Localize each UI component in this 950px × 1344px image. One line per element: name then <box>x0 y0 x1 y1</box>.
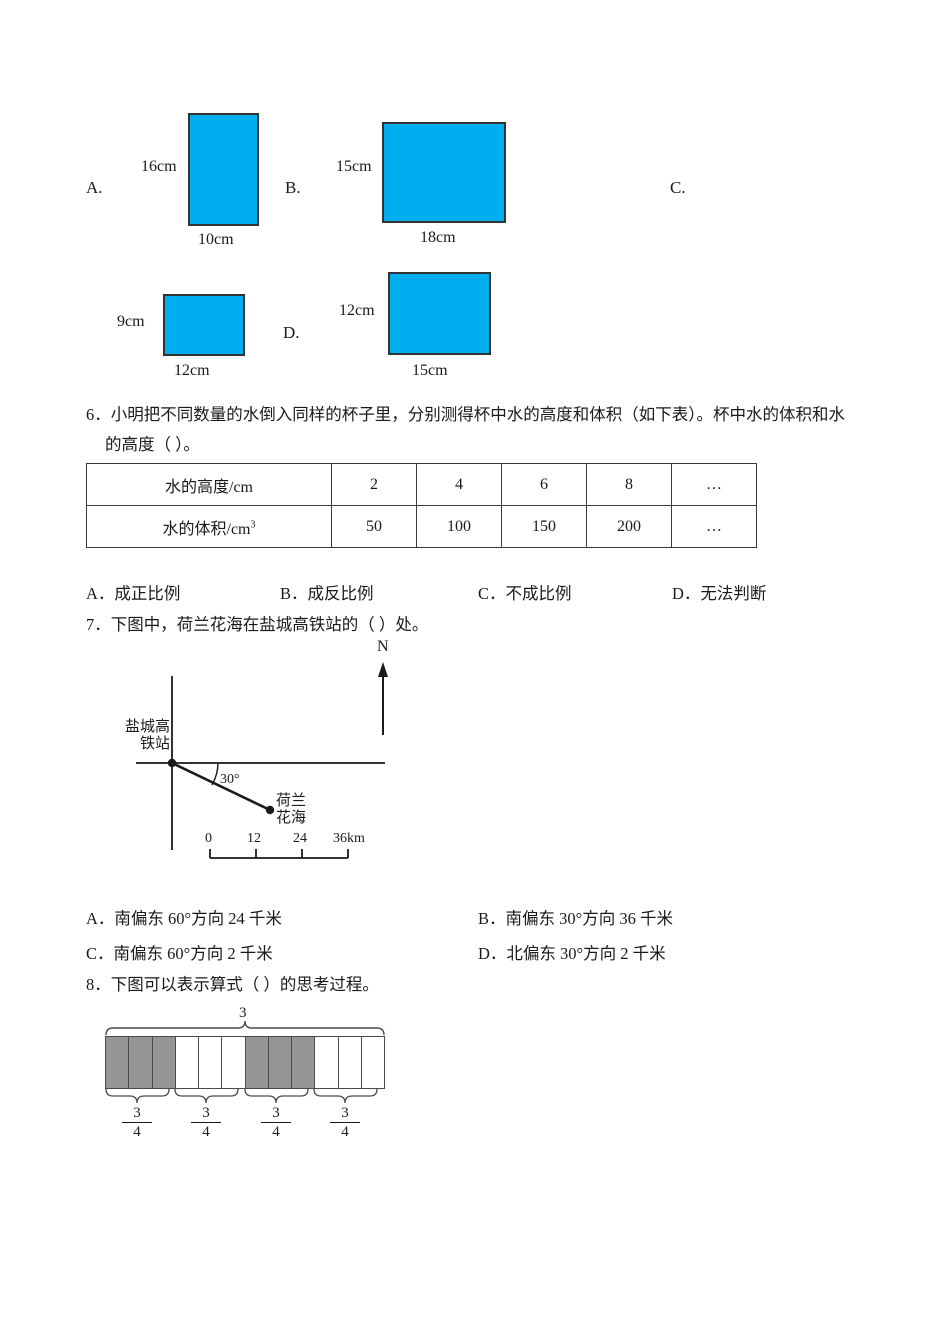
question6-choice-c[interactable]: C．不成比例 <box>478 584 572 603</box>
station-label-line2: 铁站 <box>139 734 170 752</box>
option-b-height-label: 15cm <box>336 158 372 175</box>
fraction-numerator: 3 <box>191 1105 221 1123</box>
scale-label-36km: 36km <box>333 831 365 846</box>
option-d-rectangle <box>388 272 491 355</box>
option-b-width-label: 18cm <box>420 229 456 246</box>
direction-diagram-svg <box>136 662 388 859</box>
fraction-denominator: 4 <box>133 1124 141 1140</box>
question6-choice-d[interactable]: D．无法判断 <box>672 584 767 603</box>
fraction-bar-cell <box>199 1037 223 1088</box>
destination-label-line2: 花海 <box>276 808 307 826</box>
station-label-line1: 盐城高 <box>124 717 170 735</box>
fraction-bar-braces-svg <box>105 1020 385 1104</box>
table-rowheader-volume: 水的体积/cm3 <box>86 505 332 548</box>
question7-choice-d[interactable]: D．北偏东 30°方向 2 千米 <box>478 944 666 963</box>
north-label: N <box>377 638 389 655</box>
destination-label: 荷兰 花海 <box>276 792 306 826</box>
station-label: 盐城高 铁站 <box>110 718 170 752</box>
option-letter-d: D. <box>283 323 300 342</box>
option-letter-a: A. <box>86 178 103 197</box>
fraction-label-group-2: 3 4 <box>191 1105 221 1141</box>
fraction-numerator: 3 <box>261 1105 291 1123</box>
table-cell: … <box>671 505 757 548</box>
table-cell: 4 <box>416 463 502 506</box>
option-letter-b: B. <box>285 178 301 197</box>
table-cell: 200 <box>586 505 672 548</box>
question8-stem: 8．下图可以表示算式（ ）的思考过程。 <box>86 975 379 994</box>
question6-stem-line2: 的高度（ ）。 <box>105 435 200 454</box>
fraction-bar-cell <box>338 1037 362 1088</box>
table-cell: 2 <box>331 463 417 506</box>
fraction-bar-cell <box>106 1037 130 1088</box>
table-rowheader-volume-text: 水的体积/cm <box>162 520 251 538</box>
option-b-rectangle <box>382 122 506 223</box>
fraction-bar-cell <box>245 1037 269 1088</box>
table-rowheader-volume-exponent: 3 <box>250 519 256 531</box>
angle-label: 30° <box>220 772 240 787</box>
option-c-height-label: 9cm <box>117 313 145 330</box>
question7-choice-c[interactable]: C．南偏东 60°方向 2 千米 <box>86 944 273 963</box>
table-cell: … <box>671 463 757 506</box>
table-row: 水的体积/cm3 50 100 150 200 … <box>86 505 757 548</box>
water-height-volume-table: 水的高度/cm 2 4 6 8 … 水的体积/cm3 50 100 150 20… <box>86 463 757 548</box>
table-cell: 6 <box>501 463 587 506</box>
scale-label-24: 24 <box>293 831 307 846</box>
table-rowheader-height: 水的高度/cm <box>86 463 332 506</box>
option-a-rectangle <box>188 113 259 226</box>
question7-stem: 7．下图中，荷兰花海在盐城高铁站的（ ）处。 <box>86 615 429 634</box>
option-c-rectangle <box>163 294 245 356</box>
fraction-bar-cell <box>268 1037 292 1088</box>
option-d-height-label: 12cm <box>339 302 375 319</box>
fraction-bar-cell <box>152 1037 176 1088</box>
question6-choice-a[interactable]: A．成正比例 <box>86 584 181 603</box>
table-row: 水的高度/cm 2 4 6 8 … <box>86 463 757 506</box>
option-d-width-label: 15cm <box>412 362 448 379</box>
option-a-width-label: 10cm <box>198 231 234 248</box>
option-a-height-label: 16cm <box>141 158 177 175</box>
scale-label-0: 0 <box>205 831 212 846</box>
question5-figure-group: A. 16cm 10cm B. 15cm 18cm C. 9cm 12cm D.… <box>0 0 950 385</box>
fraction-bar-cell <box>361 1037 384 1088</box>
option-c-width-label: 12cm <box>174 362 210 379</box>
destination-label-line1: 荷兰 <box>276 791 307 809</box>
question8-fraction-bar-diagram: 3 3 4 <box>100 1005 400 1150</box>
fraction-bar-cell <box>175 1037 199 1088</box>
fraction-bar-cell <box>129 1037 153 1088</box>
option-letter-c: C. <box>670 178 686 197</box>
fraction-numerator: 3 <box>122 1105 152 1123</box>
destination-point <box>265 805 275 815</box>
fraction-bar-total-label: 3 <box>239 1005 247 1021</box>
question6-stem-line1: 6．小明把不同数量的水倒入同样的杯子里，分别测得杯中水的高度和体积（如下表）。杯… <box>86 405 845 424</box>
table-cell: 50 <box>331 505 417 548</box>
fraction-bar <box>105 1036 385 1089</box>
fraction-label-group-1: 3 4 <box>122 1105 152 1141</box>
fraction-denominator: 4 <box>341 1124 349 1140</box>
top-brace <box>105 1020 385 1036</box>
question7-direction-diagram: N 盐城高 铁站 30° 荷兰 花海 0 12 24 36km <box>100 638 440 880</box>
table-cell: 150 <box>501 505 587 548</box>
bottom-brace-group-1 <box>105 1088 170 1104</box>
question6-choice-b[interactable]: B．成反比例 <box>280 584 374 603</box>
bottom-brace-group-3 <box>244 1088 309 1104</box>
fraction-bar-cell <box>315 1037 339 1088</box>
fraction-label-group-3: 3 4 <box>261 1105 291 1141</box>
fraction-denominator: 4 <box>202 1124 210 1140</box>
bottom-brace-group-2 <box>174 1088 239 1104</box>
question7-choice-b[interactable]: B．南偏东 30°方向 36 千米 <box>478 909 673 928</box>
fraction-denominator: 4 <box>272 1124 280 1140</box>
bottom-brace-group-4 <box>313 1088 378 1104</box>
table-cell: 8 <box>586 463 672 506</box>
north-arrow-head <box>378 662 388 677</box>
fraction-bar-cell <box>222 1037 246 1088</box>
angle-arc <box>211 762 219 786</box>
direction-ray <box>171 761 271 812</box>
question7-choice-a[interactable]: A．南偏东 60°方向 24 千米 <box>86 909 282 928</box>
fraction-numerator: 3 <box>330 1105 360 1123</box>
fraction-label-group-4: 3 4 <box>330 1105 360 1141</box>
fraction-bar-cell <box>292 1037 316 1088</box>
table-cell: 100 <box>416 505 502 548</box>
scale-label-12: 12 <box>247 831 261 846</box>
